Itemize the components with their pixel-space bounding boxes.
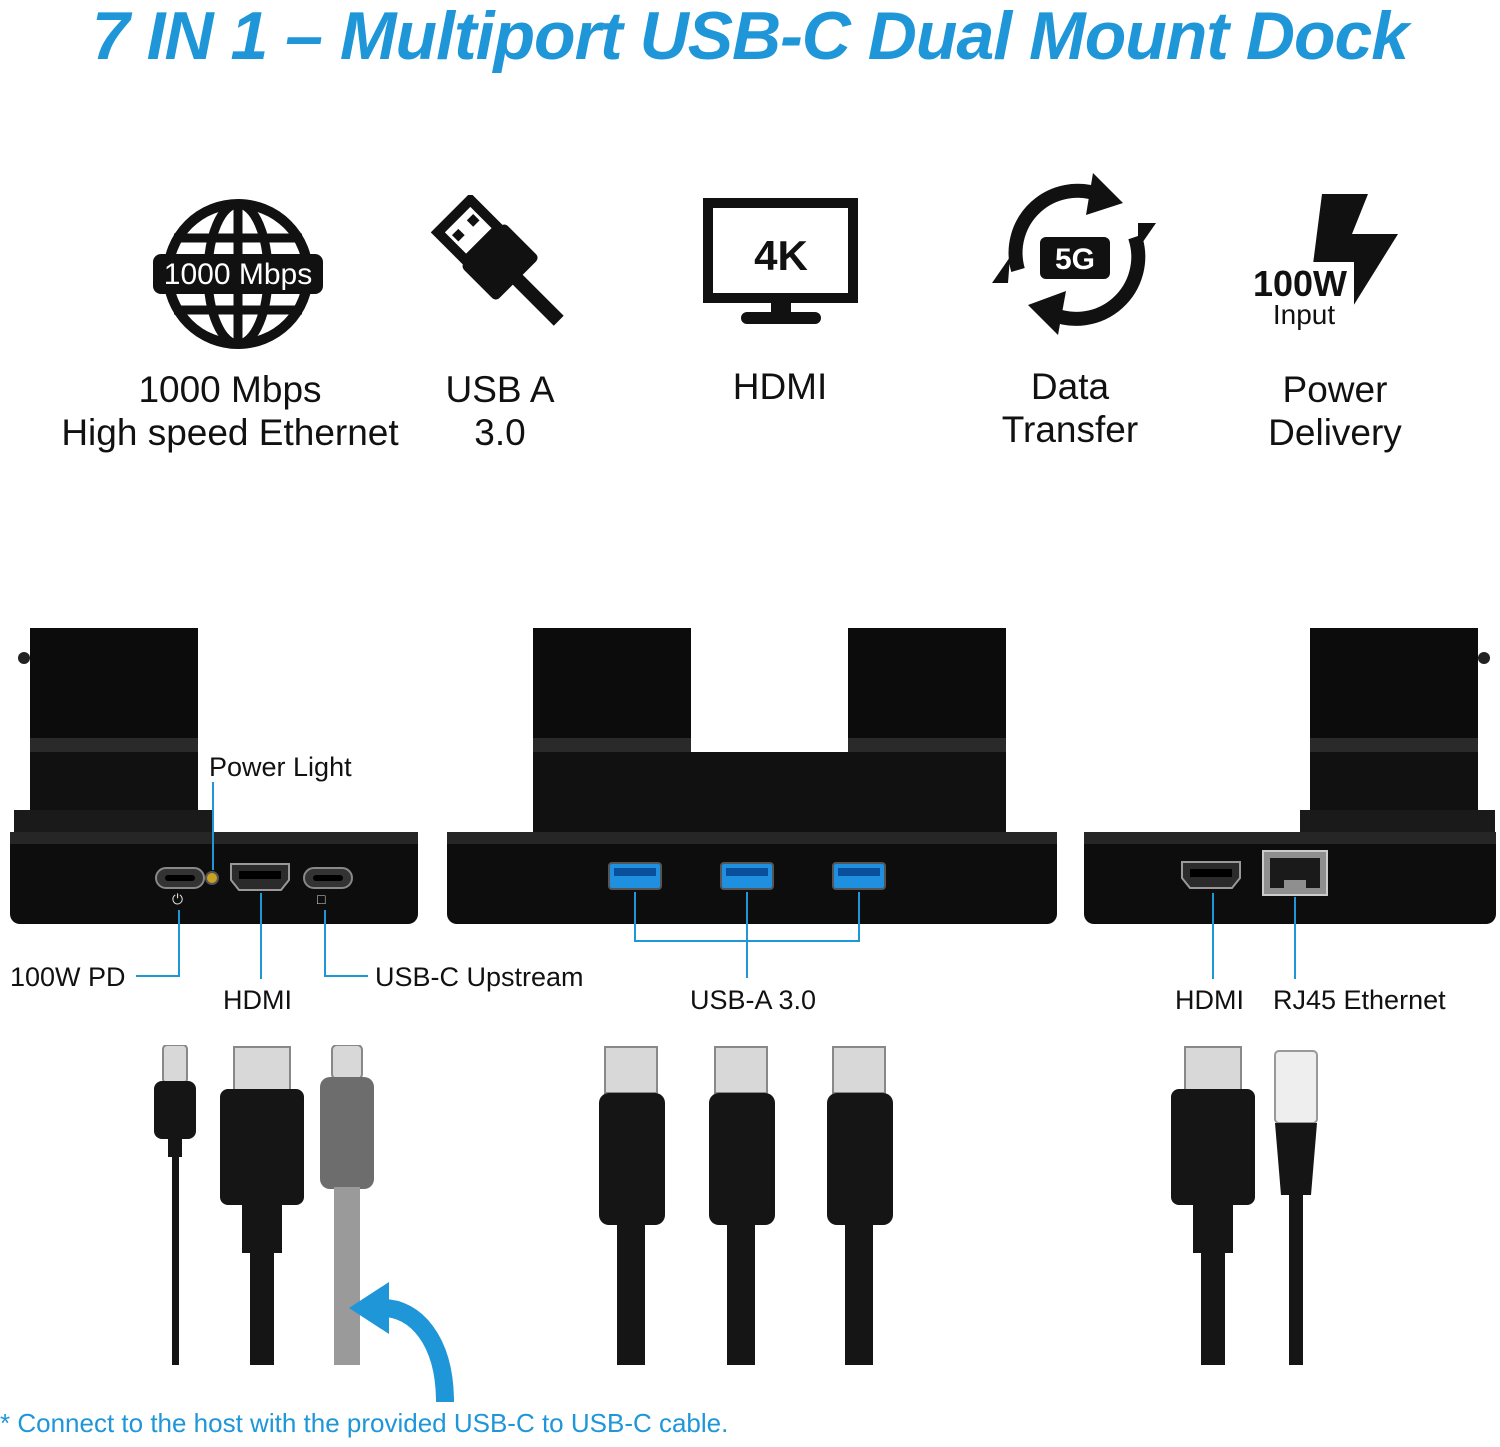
leader-pd-horizontal: [136, 975, 180, 977]
leader-usba-1: [634, 892, 636, 942]
leader-pd-vertical: [178, 910, 180, 977]
leader-usba-bracket: [634, 940, 860, 942]
label-usbc-upstream: USB-C Upstream: [375, 962, 584, 992]
lightning-badge: 100W: [1253, 263, 1347, 304]
curved-arrow-icon: [349, 1282, 454, 1403]
sync-arrows-icon: 5G: [992, 173, 1156, 335]
laptop-icon: □: [317, 891, 326, 907]
leader-power-light: [212, 782, 214, 870]
usba-port-1: [608, 862, 662, 890]
lightning-icon: 100W Input: [1253, 194, 1398, 330]
label-hdmi-right: HDMI: [1175, 985, 1244, 1015]
label-hdmi-left: HDMI: [223, 985, 292, 1015]
power-plug-icon: ⏻: [172, 891, 184, 907]
leader-hdmi-left: [260, 893, 262, 979]
monitor-icon: 4K: [703, 198, 858, 324]
footnote: * Connect to the host with the provided …: [0, 1408, 729, 1438]
leader-usbc-horizontal: [324, 975, 368, 977]
rj45-port: [1262, 850, 1328, 896]
hdmi-port-left: [230, 863, 290, 891]
usbc-pd-port: [155, 867, 205, 889]
lightning-badge-sub: Input: [1273, 299, 1335, 330]
sync-badge: 5G: [1055, 243, 1095, 276]
usba-port-2: [720, 862, 774, 890]
globe-badge: 1000 Mbps: [164, 258, 312, 291]
label-power-light: Power Light: [209, 752, 352, 782]
label-rj45-ethernet: RJ45 Ethernet: [1273, 985, 1446, 1015]
hdmi-port-right: [1181, 861, 1241, 889]
leader-rj45: [1294, 897, 1296, 979]
cables-right-group: [1171, 1046, 1318, 1365]
monitor-badge: 4K: [754, 232, 808, 279]
leader-usbc-vertical: [324, 910, 326, 977]
usbc-upstream-port: [303, 867, 353, 889]
leader-usba-3: [858, 892, 860, 942]
label-usba-30: USB-A 3.0: [690, 985, 817, 1015]
cables-left-group: [154, 1045, 374, 1365]
usba-port-3: [832, 862, 886, 890]
leader-hdmi-right: [1212, 893, 1214, 979]
globe-icon: 1000 Mbps: [153, 199, 323, 349]
cables-middle-group: [599, 1046, 893, 1365]
leader-usba-2: [746, 892, 748, 978]
label-100w-pd: 100W PD: [10, 962, 126, 992]
power-light-led: [205, 871, 219, 885]
usb-plug-icon: [430, 195, 564, 326]
feature-hdmi-label: HDMI: [732, 366, 828, 407]
page-title: 7 IN 1 – Multiport USB-C Dual Mount Dock: [91, 0, 1409, 74]
